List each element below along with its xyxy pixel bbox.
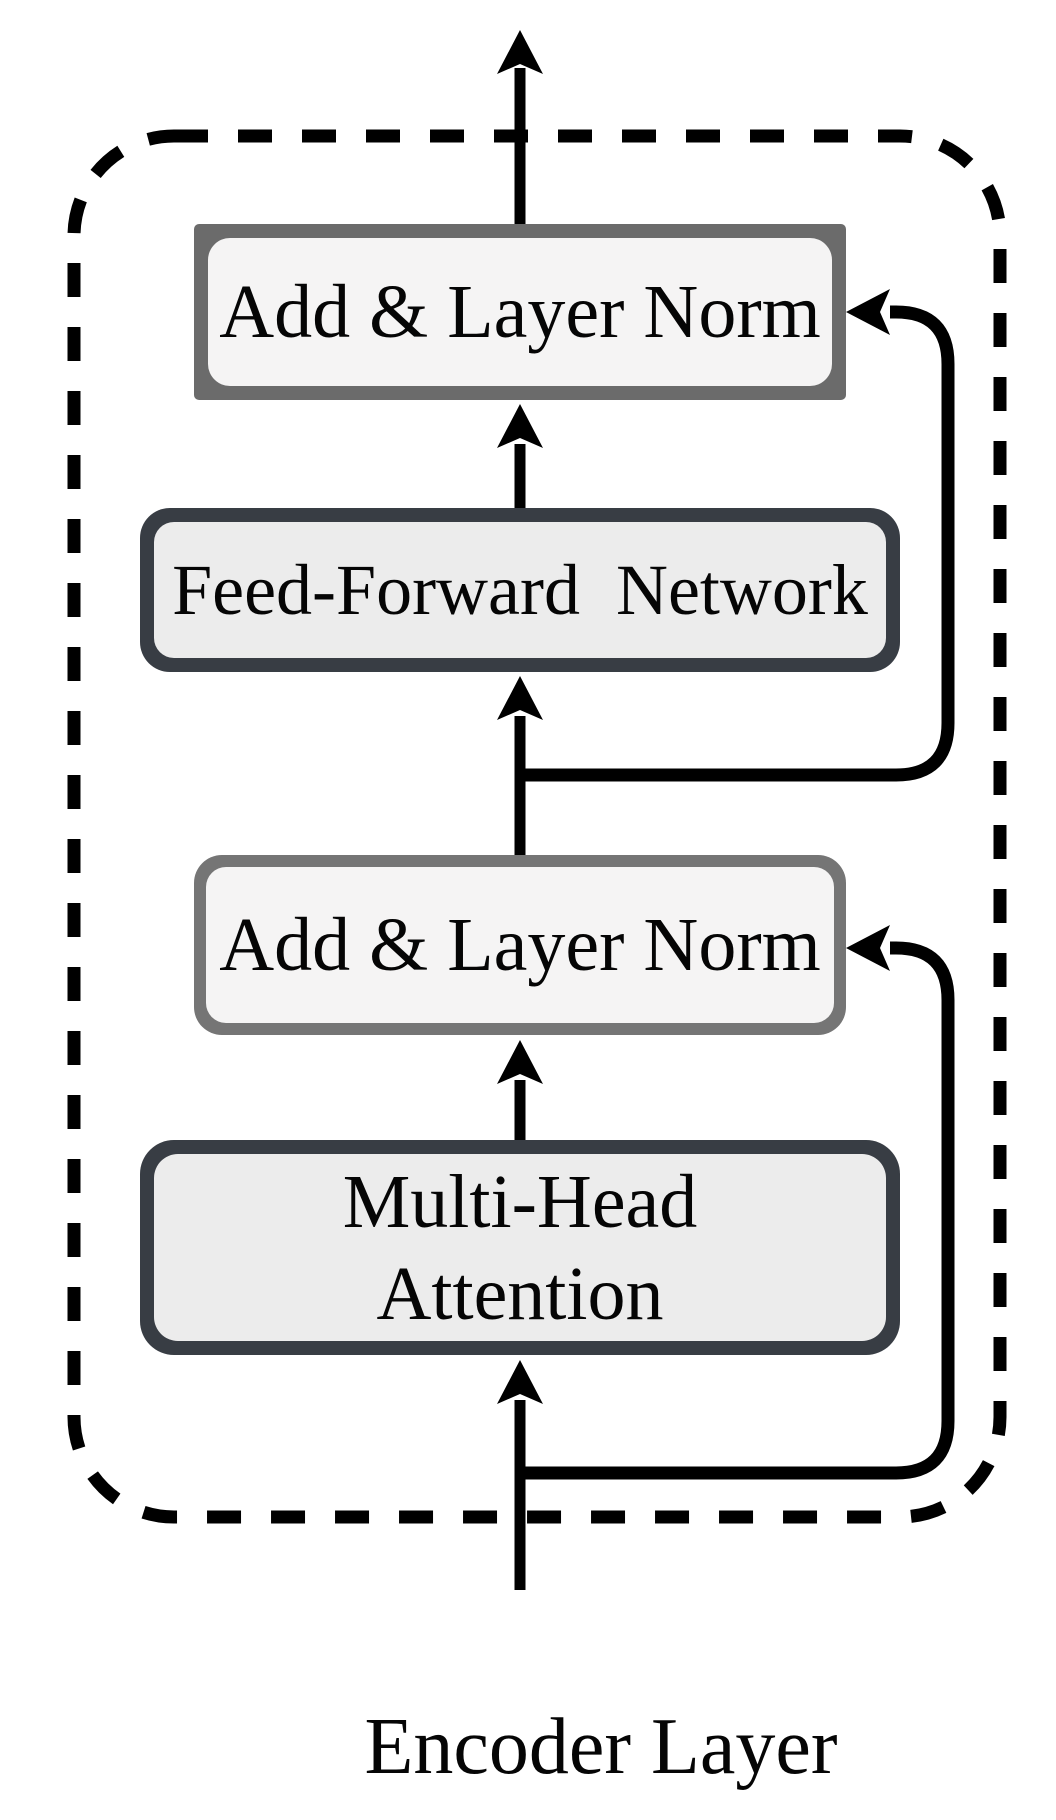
residual-skip-upper-arrowhead-icon [846,289,890,335]
residual-skip-lower [520,941,955,1480]
encoder-dashed-boundary [67,129,1007,1524]
feed-forward-network-label: Feed-Forward Network [172,550,868,630]
feed-forward-network-box-fill: Feed-Forward Network [154,522,886,658]
add-layer-norm-bottom-box: Add & Layer Norm [194,855,846,1035]
figure-caption: Encoder Layer [364,1702,838,1791]
multi-head-attention-box-fill: Multi-Head Attention [154,1154,886,1341]
input-arrowhead-icon [497,1360,543,1404]
residual-skip-lower-arrowhead-icon [846,925,890,971]
mha-to-addnorm-arrowhead-icon [497,1040,543,1084]
addnorm-to-ffn-arrowhead-icon [497,676,543,720]
ffn-to-addnorm-arrowhead-icon [497,404,543,448]
multi-head-attention-box: Multi-Head Attention [140,1140,900,1355]
add-layer-norm-top-box-fill: Add & Layer Norm [208,238,832,386]
multi-head-attention-label-line2: Attention [376,1251,664,1336]
output-arrowhead-icon [497,30,543,74]
add-layer-norm-top-label: Add & Layer Norm [219,270,821,354]
add-layer-norm-bottom-label: Add & Layer Norm [219,903,821,987]
feed-forward-network-box: Feed-Forward Network [140,508,900,672]
add-layer-norm-bottom-box-fill: Add & Layer Norm [206,867,834,1023]
multi-head-attention-label-line1: Multi-Head [342,1159,698,1244]
residual-skip-upper [520,305,955,782]
add-layer-norm-top-box: Add & Layer Norm [194,224,846,400]
